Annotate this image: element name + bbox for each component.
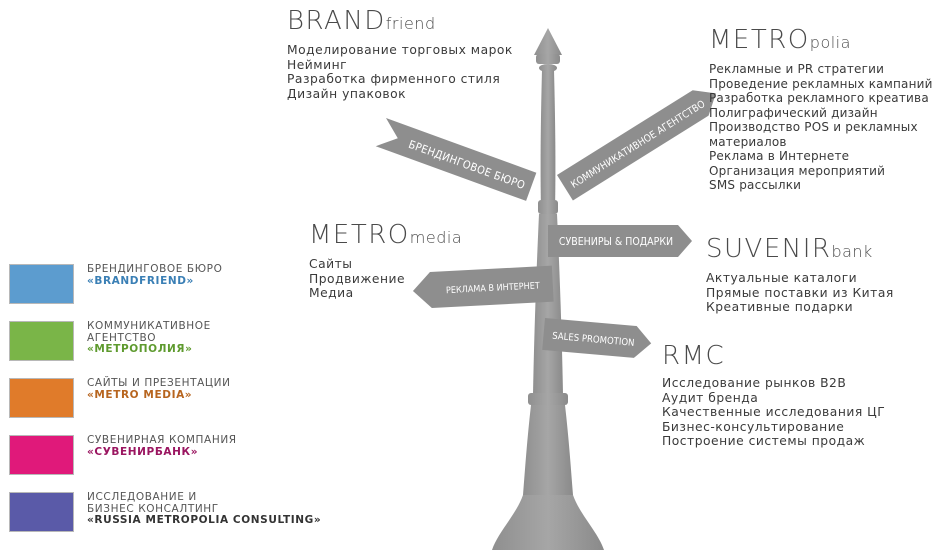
- legend-category: Брендинговое бюро: [87, 263, 223, 275]
- brandfriend-title: BRANDfriend: [287, 8, 513, 37]
- legend-swatch: [9, 264, 74, 304]
- sign-internet-label: РЕКЛАМА В ИНТЕРНЕТ: [446, 281, 540, 296]
- service-item: Прямые поставки из Китая: [706, 285, 894, 300]
- service-item: Сайты: [309, 257, 353, 271]
- suvenirbank-title: SUVENIRbank: [706, 236, 894, 265]
- metropolia-services: Рекламные и PR стратегии Проведение рекл…: [709, 62, 933, 193]
- legend-category-line2: агентство: [87, 331, 157, 344]
- legend-company: «МЕТРОПОЛИЯ»: [87, 343, 193, 355]
- legend-company: «RUSSIA METROPOLIA CONSULTING»: [87, 514, 322, 526]
- suvenirbank-services: Актуальные каталоги Прямые поставки из К…: [706, 271, 894, 315]
- sign-sales: [542, 318, 652, 358]
- service-item: SMS рассылки: [709, 178, 802, 192]
- service-item: Разработка рекламного креатива: [709, 91, 929, 105]
- metropolia-title-suffix: polia: [809, 33, 851, 52]
- legend-item-metromedia: Сайты и презентации «METRO MEDIA»: [9, 377, 239, 432]
- sign-communication-label: КОММУНИКАТИВНОЕ АГЕНТСТВО: [569, 99, 707, 191]
- legend-swatch: [9, 492, 74, 532]
- legend-text: Брендинговое бюро «BRANDFRIEND»: [87, 263, 223, 287]
- legend-category-line2: бизнес консалтинг: [87, 502, 219, 515]
- metromedia-title: METROmedia: [309, 222, 462, 251]
- service-item: Разработка фирменного стиля: [287, 72, 501, 86]
- legend-company: «СУВЕНИРБАНК»: [87, 445, 199, 458]
- sign-internet: [412, 265, 554, 309]
- service-item: Бизнес-консультирование: [662, 419, 845, 434]
- legend-company: «METRO MEDIA»: [87, 388, 193, 401]
- service-item: Медиа: [309, 286, 354, 300]
- service-item: Производство POS и рекламных: [709, 120, 918, 134]
- suvenirbank-title-suffix: bank: [831, 242, 873, 261]
- legend-text: Коммуникативное агентство «МЕТРОПОЛИЯ»: [87, 320, 211, 356]
- sign-communication: [557, 90, 716, 201]
- rmc-title-main: RMC: [662, 341, 726, 371]
- metropolia-title-main: METRO: [709, 25, 810, 55]
- legend-category: Коммуникативное: [87, 320, 211, 332]
- brandfriend-block: BRANDfriend Моделирование торговых марок…: [287, 8, 513, 101]
- suvenirbank-block: SUVENIRbank Актуальные каталоги Прямые п…: [706, 236, 894, 315]
- legend-item-rmc: Исследование и бизнес консалтинг «RUSSIA…: [9, 491, 321, 546]
- sign-souvenirs-label: СУВЕНИРЫ & ПОДАРКИ: [559, 236, 673, 248]
- legend-item-brandfriend: Брендинговое бюро «BRANDFRIEND»: [9, 263, 239, 318]
- rmc-block: RMC Исследование рынков B2B Аудит бренда…: [662, 343, 885, 449]
- metromedia-title-suffix: media: [409, 228, 463, 247]
- legend-swatch: [9, 435, 74, 475]
- sign-souvenirs: [548, 225, 692, 257]
- brandfriend-services: Моделирование торговых марок Нейминг Раз…: [287, 43, 513, 101]
- service-item: Продвижение: [309, 271, 406, 286]
- legend-item-suvenirbank: Сувенирная компания «СУВЕНИРБАНК»: [9, 434, 239, 489]
- service-item: Нейминг: [287, 57, 348, 72]
- pole-finial: [534, 28, 562, 55]
- suvenirbank-title-main: SUVENIR: [706, 234, 832, 264]
- service-item: Построение системы продаж: [662, 434, 866, 448]
- sign-branding: [375, 118, 537, 201]
- service-item: Организация мероприятий: [709, 163, 886, 178]
- service-item: Моделирование торговых марок: [287, 43, 513, 57]
- brandfriend-title-main: BRAND: [287, 6, 386, 36]
- legend-company: «BRANDFRIEND»: [87, 274, 194, 287]
- pole-upper: [540, 70, 556, 210]
- metromedia-block: METROmedia Сайты Продвижение Медиа: [309, 222, 462, 301]
- service-item: Креативные подарки: [706, 300, 854, 314]
- legend-text: Сайты и презентации «METRO MEDIA»: [87, 377, 231, 401]
- pole-base: [492, 495, 604, 550]
- metropolia-title: METROpolia: [709, 27, 933, 56]
- service-item: Актуальные каталоги: [706, 271, 858, 285]
- metromedia-services: Сайты Продвижение Медиа: [309, 257, 462, 301]
- legend-text: Сувенирная компания «СУВЕНИРБАНК»: [87, 434, 237, 458]
- rmc-title: RMC: [662, 343, 885, 369]
- service-item: Реклама в Интернете: [709, 149, 850, 163]
- legend-category: Исследование и: [87, 491, 197, 503]
- legend-swatch: [9, 378, 74, 418]
- service-item: Рекламные и PR стратегии: [709, 62, 885, 76]
- legend-item-metropolia: Коммуникативное агентство «МЕТРОПОЛИЯ»: [9, 320, 239, 375]
- service-item: материалов: [709, 134, 787, 149]
- service-item: Дизайн упаковок: [287, 86, 407, 101]
- legend-swatch: [9, 321, 74, 361]
- service-item: Аудит бренда: [662, 390, 759, 405]
- service-item: Исследование рынков B2B: [662, 376, 847, 390]
- legend-category: Сайты и презентации: [87, 377, 231, 389]
- legend-text: Исследование и бизнес консалтинг «RUSSIA…: [87, 491, 322, 527]
- legend-category: Сувенирная компания: [87, 434, 237, 446]
- metromedia-title-main: METRO: [309, 220, 410, 250]
- pole-lower: [523, 405, 573, 495]
- service-item: Полиграфический дизайн: [709, 105, 878, 120]
- rmc-services: Исследование рынков B2B Аудит бренда Кач…: [662, 376, 885, 449]
- service-item: Качественные исследования ЦГ: [662, 405, 886, 419]
- brandfriend-title-suffix: friend: [385, 14, 436, 33]
- service-item: Проведение рекламных кампаний: [709, 76, 933, 91]
- pole-cap: [536, 54, 560, 64]
- metropolia-block: METROpolia Рекламные и PR стратегии Пров…: [709, 27, 933, 193]
